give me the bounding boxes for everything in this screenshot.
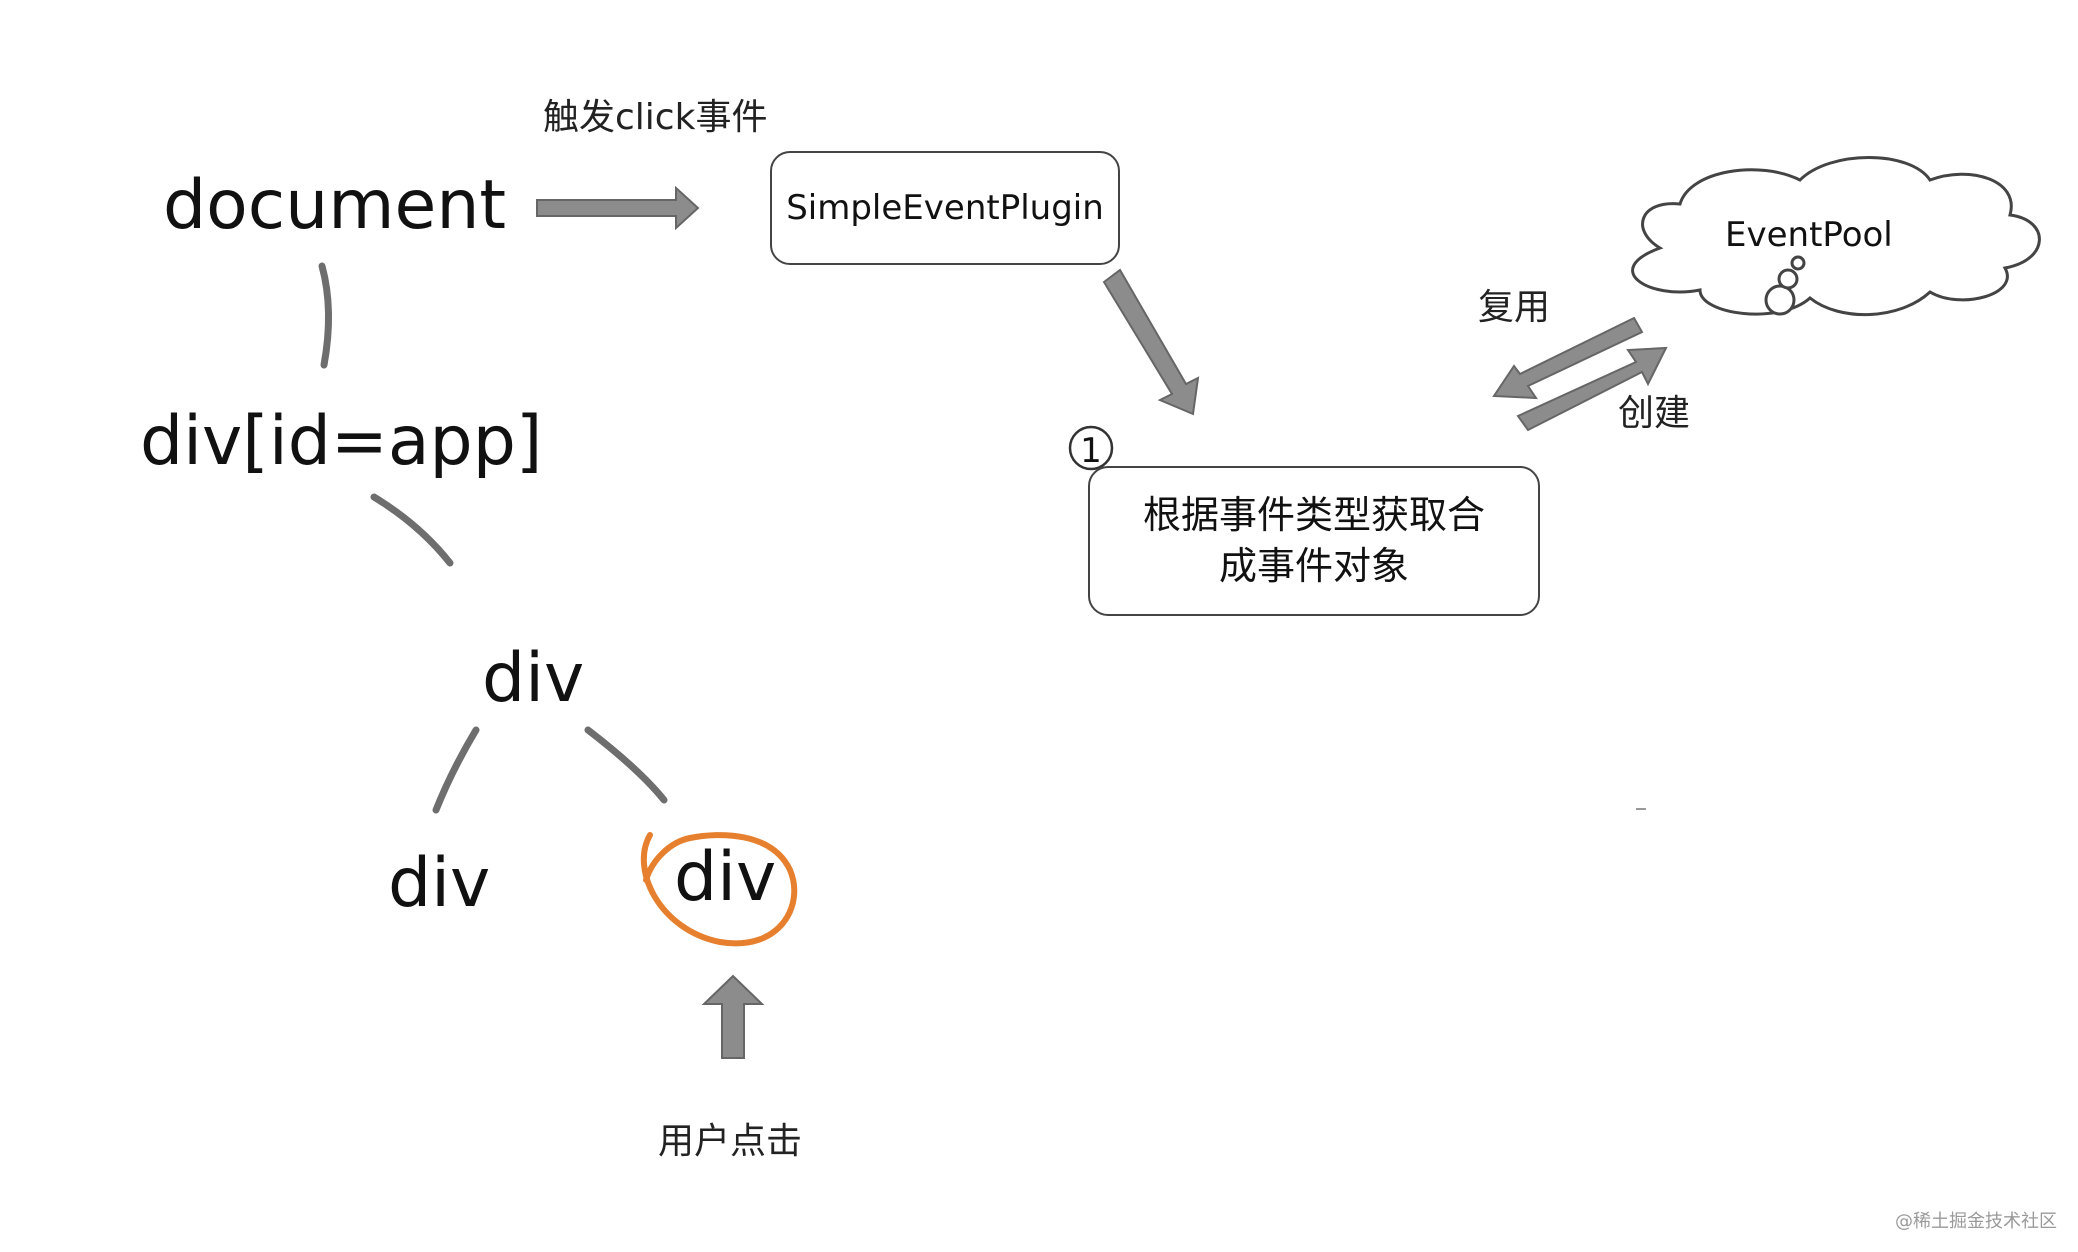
thought-bubble-small (1790, 255, 1806, 271)
node-div-clicked: div (674, 838, 777, 917)
node-app: div[id=app] (140, 402, 543, 481)
arrow-reuse (1492, 316, 1644, 400)
arrow-user-click (701, 974, 765, 1059)
thought-bubble-large (1764, 284, 1796, 316)
thought-bubble-mid (1777, 268, 1799, 290)
label-reuse: 复用 (1478, 287, 1551, 328)
watermark: @稀土掘金技术社区 (1895, 1211, 2057, 1232)
node-div-parent: div (482, 639, 585, 718)
highlight-circle (640, 832, 798, 947)
node-div-left: div (388, 844, 491, 923)
arrow-trigger (536, 185, 700, 231)
arrow-plugin-to-step (1102, 268, 1200, 416)
edge-document-app (318, 262, 333, 369)
label-trigger-click: 触发click事件 (543, 97, 768, 138)
plugin-label: SimpleEventPlugin (786, 188, 1104, 228)
label-user-click: 用户点击 (658, 1121, 803, 1162)
edge-div-left (432, 726, 480, 814)
step-line-2: 成事件对象 (1218, 544, 1409, 588)
step-number-circle (1068, 425, 1114, 471)
plugin-box: SimpleEventPlugin (770, 151, 1120, 265)
step-box: 根据事件类型获取合 成事件对象 (1088, 466, 1540, 616)
node-document: document (163, 166, 507, 245)
edge-app-div (370, 493, 454, 567)
event-pool-cloud (1631, 156, 2041, 316)
edge-div-right (584, 726, 668, 804)
step-number: 1 (1080, 431, 1102, 471)
event-pool-label: EventPool (1725, 215, 1893, 255)
step-line-1: 根据事件类型获取合 (1142, 492, 1485, 537)
label-create: 创建 (1618, 393, 1691, 434)
arrow-create (1516, 346, 1668, 432)
